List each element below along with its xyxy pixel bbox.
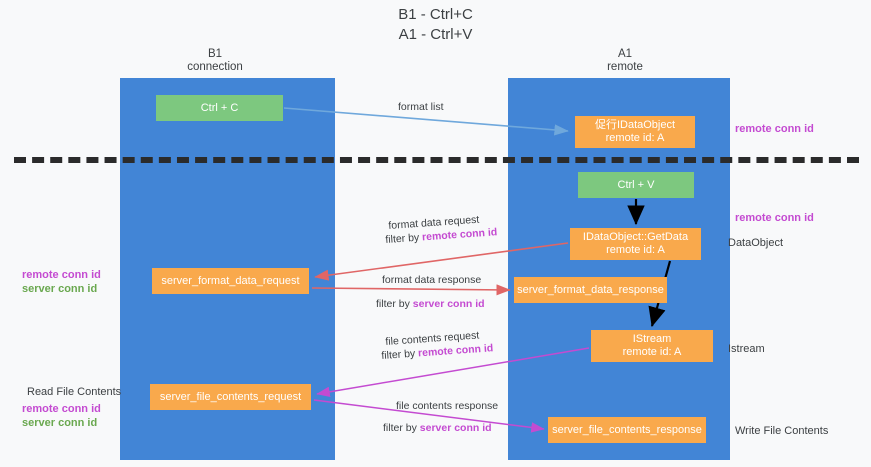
annotation-conn-id-group-bottom: remote conn id server conn id xyxy=(22,402,101,430)
node-ctrl-c-label: Ctrl + C xyxy=(200,101,239,114)
annotation-remote-conn-id-1: remote conn id xyxy=(22,269,101,281)
edge-label-filter-key-server: server conn id xyxy=(412,298,485,310)
annotation-read-file-contents: Read File Contents xyxy=(27,386,122,398)
annotation-remote-conn-id-top: remote conn id xyxy=(735,123,814,135)
node-ctrl-c[interactable]: Ctrl + C xyxy=(156,95,283,121)
node-server-format-data-response-label: server_format_data_response xyxy=(517,283,664,296)
annotation-server-conn-id-2: server conn id xyxy=(22,417,98,429)
node-server-format-data-request[interactable]: server_format_data_request xyxy=(152,268,309,294)
edge-label-format-list: format list xyxy=(398,101,444,114)
edge-label-filter-prefix: filter by xyxy=(383,422,420,434)
arrow-format-data-request xyxy=(314,242,569,281)
edge-label-format-data-response-text: format data response xyxy=(382,274,482,286)
column-header-b1-role: connection xyxy=(187,61,243,73)
node-ctrl-v-label: Ctrl + V xyxy=(617,178,655,191)
annotation-remote-conn-id-2: remote conn id xyxy=(22,403,101,415)
arrow-file-contents-response xyxy=(313,399,545,433)
node-server-format-data-response[interactable]: server_format_data_response xyxy=(514,277,667,303)
arrow-file-contents-request xyxy=(316,347,590,398)
edge-label-format-data-response: format data response xyxy=(382,274,481,287)
column-header-a1: A1 remote xyxy=(545,48,705,74)
edge-label-filter-key-server: server conn id xyxy=(419,422,492,434)
edge-label-filter-prefix: filter by xyxy=(381,347,419,362)
node-istream[interactable]: IStream remote id: A xyxy=(591,330,713,362)
annotation-istream: Istream xyxy=(728,343,765,355)
column-header-b1-name: B1 xyxy=(207,48,223,60)
node-getdata-label: IDataObject::GetData xyxy=(582,231,689,243)
annotation-write-file-contents: Write File Contents xyxy=(735,425,829,437)
node-getdata-sublabel: remote id: A xyxy=(606,244,665,256)
column-header-b1: B1 connection xyxy=(145,48,285,74)
edge-label-format-data-response-filter: filter by server conn id xyxy=(376,298,485,311)
node-istream-sublabel: remote id: A xyxy=(622,346,682,358)
node-server-file-contents-request-label: server_file_contents_request xyxy=(159,390,302,403)
edge-label-file-contents-response: file contents response xyxy=(396,400,498,413)
node-idataobject-label: 促行IDataObject xyxy=(594,119,676,131)
node-ctrl-v[interactable]: Ctrl + V xyxy=(578,172,694,198)
title-line-2: A1 - Ctrl+V xyxy=(398,26,473,43)
node-istream-label: IStream xyxy=(632,333,672,345)
edge-label-format-list-text: format list xyxy=(398,101,444,113)
annotation-server-conn-id-1: server conn id xyxy=(22,283,98,295)
edge-label-filter-prefix: filter by xyxy=(385,231,423,246)
title-line-1: B1 - Ctrl+C xyxy=(398,6,473,23)
node-idataobject-sublabel: remote id: A xyxy=(605,132,665,144)
node-idataobject[interactable]: 促行IDataObject remote id: A xyxy=(575,116,695,148)
arrow-format-list xyxy=(283,107,569,136)
annotation-remote-conn-id-middle: remote conn id xyxy=(735,212,814,224)
node-server-file-contents-request[interactable]: server_file_contents_request xyxy=(150,384,311,410)
arrow-format-data-response xyxy=(311,284,511,296)
edge-label-file-contents-response-text: file contents response xyxy=(396,400,499,412)
page-title: B1 - Ctrl+C A1 - Ctrl+V xyxy=(0,5,871,45)
annotation-conn-id-group-top: remote conn id server conn id xyxy=(22,268,101,296)
column-header-a1-name: A1 xyxy=(617,48,633,60)
node-server-file-contents-response[interactable]: server_file_contents_response xyxy=(548,417,706,443)
node-server-file-contents-response-label: server_file_contents_response xyxy=(552,423,702,436)
node-getdata[interactable]: IDataObject::GetData remote id: A xyxy=(570,228,701,260)
edge-label-filter-prefix: filter by xyxy=(376,298,413,310)
column-header-a1-role: remote xyxy=(607,61,643,73)
annotation-dataobject: DataObject xyxy=(728,237,784,249)
edge-label-file-contents-response-filter: filter by server conn id xyxy=(383,422,492,435)
phase-divider xyxy=(14,157,859,163)
node-server-format-data-request-label: server_format_data_request xyxy=(161,274,300,287)
